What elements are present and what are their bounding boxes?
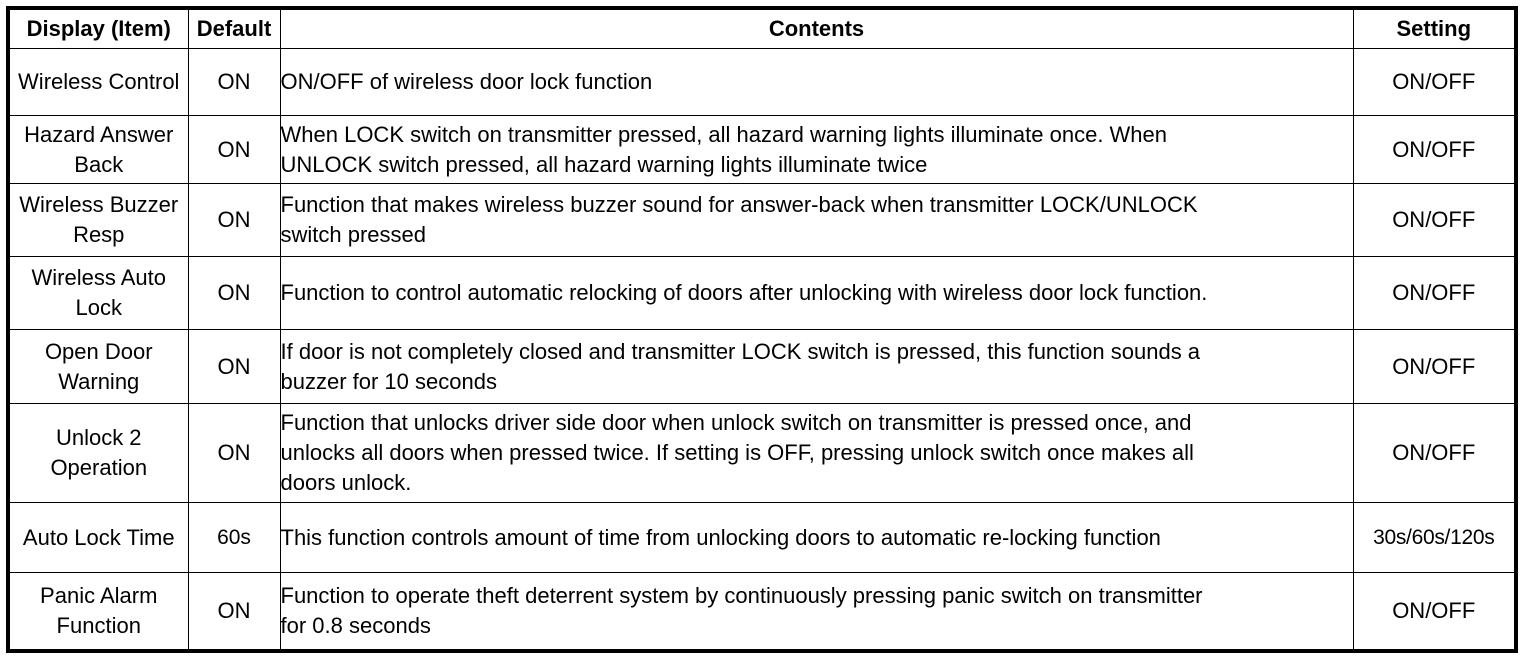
- display-line-1: Wireless: [19, 192, 104, 217]
- cell-display: Unlock 2 Operation: [7, 403, 189, 503]
- table-row: Wireless Auto Lock ON Function to contro…: [7, 256, 1517, 330]
- cell-contents: When LOCK switch on transmitter pressed,…: [279, 115, 1354, 184]
- cell-setting: ON/OFF: [1352, 403, 1517, 503]
- cell-default: ON: [187, 115, 281, 184]
- display-line-2: Buzzer Resp: [73, 192, 179, 247]
- cell-display: Wireless Auto Lock: [7, 256, 189, 330]
- cell-contents: This function controls amount of time fr…: [279, 502, 1354, 573]
- contents-line-1: Function to operate theft deterrent syst…: [280, 583, 1203, 608]
- table-row: Panic Alarm Function ON Function to oper…: [7, 572, 1517, 652]
- display-line-2: Answer Back: [74, 121, 174, 177]
- contents-line-1: If door is not completely closed and tra…: [280, 338, 1201, 364]
- cell-display: Open Door Warning: [7, 329, 189, 404]
- table-row: Open Door Warning ON If door is not comp…: [7, 329, 1517, 404]
- display-line-1: Auto Lock: [22, 524, 121, 550]
- contents-line-1: ON/OFF of wireless door lock function: [280, 69, 653, 94]
- cell-default: 60s: [187, 502, 281, 573]
- contents-line-1: Function that unlocks driver side door w…: [280, 410, 1192, 435]
- table-row: Auto Lock Time 60s This function control…: [7, 502, 1517, 573]
- display-line-1: Unlock 2: [55, 425, 142, 450]
- cell-default: ON: [187, 329, 281, 404]
- display-line-1: Panic Alarm: [40, 583, 158, 608]
- column-header-setting: Setting: [1352, 7, 1517, 49]
- column-header-display: Display (Item): [7, 7, 189, 49]
- contents-line-3: doors unlock.: [280, 470, 412, 495]
- display-line-1: Open Door: [44, 338, 153, 364]
- display-line-1: Wireless: [18, 69, 103, 94]
- table-row: Unlock 2 Operation ON Function that unlo…: [7, 403, 1517, 503]
- cell-default: ON: [187, 256, 281, 330]
- contents-line-1: Function to control automatic relocking …: [280, 280, 1208, 305]
- column-header-default: Default: [187, 7, 281, 49]
- cell-setting: ON/OFF: [1352, 183, 1517, 257]
- contents-line-1: This function controls amount of time fr…: [280, 524, 1161, 550]
- cell-contents: Function that unlocks driver side door w…: [279, 403, 1354, 503]
- cell-setting: ON/OFF: [1352, 329, 1517, 404]
- contents-line-1: Function that makes wireless buzzer soun…: [280, 192, 1198, 217]
- cell-setting: 30s/60s/120s: [1352, 502, 1517, 573]
- cell-setting: ON/OFF: [1352, 115, 1517, 184]
- display-line-2: Function: [56, 613, 141, 638]
- table-row: Wireless Buzzer Resp ON Function that ma…: [7, 183, 1517, 257]
- contents-line-2: unlocks all doors when pressed twice. If…: [280, 440, 1194, 465]
- document-page: Display (Item) Default Contents Setting …: [0, 6, 1520, 670]
- cell-default: ON: [187, 48, 281, 116]
- cell-contents: If door is not completely closed and tra…: [279, 329, 1354, 404]
- table-row: Hazard Answer Back ON When LOCK switch o…: [7, 115, 1517, 184]
- cell-setting: ON/OFF: [1352, 256, 1517, 330]
- cell-default: ON: [187, 183, 281, 257]
- settings-table: Display (Item) Default Contents Setting …: [6, 6, 1518, 653]
- cell-default: ON: [187, 403, 281, 503]
- cell-contents: Function to operate theft deterrent syst…: [279, 572, 1354, 652]
- contents-line-2: for 0.8 seconds: [280, 613, 431, 638]
- table-body: Wireless Control ON ON/OFF of wireless d…: [7, 48, 1517, 652]
- display-line-1: Wireless Auto: [31, 265, 167, 290]
- display-line-2: Lock: [75, 295, 122, 320]
- display-line-2: Control: [108, 69, 180, 94]
- header-row: Display (Item) Default Contents Setting: [7, 7, 1517, 49]
- contents-line-2: switch pressed: [280, 222, 427, 247]
- cell-display: Panic Alarm Function: [7, 572, 189, 652]
- cell-display: Auto Lock Time: [7, 502, 189, 573]
- contents-line-2: UNLOCK switch pressed, all hazard warnin…: [280, 151, 928, 177]
- contents-line-1: When LOCK switch on transmitter pressed,…: [280, 121, 1168, 147]
- display-line-2: Warning: [58, 368, 140, 394]
- cell-display: Wireless Control: [7, 48, 189, 116]
- display-line-2: Operation: [50, 455, 148, 480]
- column-header-contents: Contents: [279, 7, 1354, 49]
- cell-display: Wireless Buzzer Resp: [7, 183, 189, 257]
- table-row: Wireless Control ON ON/OFF of wireless d…: [7, 48, 1517, 116]
- cell-contents: Function that makes wireless buzzer soun…: [279, 183, 1354, 257]
- cell-display: Hazard Answer Back: [7, 115, 189, 184]
- cell-setting: ON/OFF: [1352, 572, 1517, 652]
- cell-contents: Function to control automatic relocking …: [279, 256, 1354, 330]
- table-header: Display (Item) Default Contents Setting: [7, 7, 1517, 49]
- cell-contents: ON/OFF of wireless door lock function: [279, 48, 1354, 116]
- cell-setting: ON/OFF: [1352, 48, 1517, 116]
- contents-line-2: buzzer for 10 seconds: [280, 368, 497, 394]
- display-line-2: Time: [126, 524, 175, 550]
- display-line-1: Hazard: [24, 121, 96, 147]
- cell-default: ON: [187, 572, 281, 652]
